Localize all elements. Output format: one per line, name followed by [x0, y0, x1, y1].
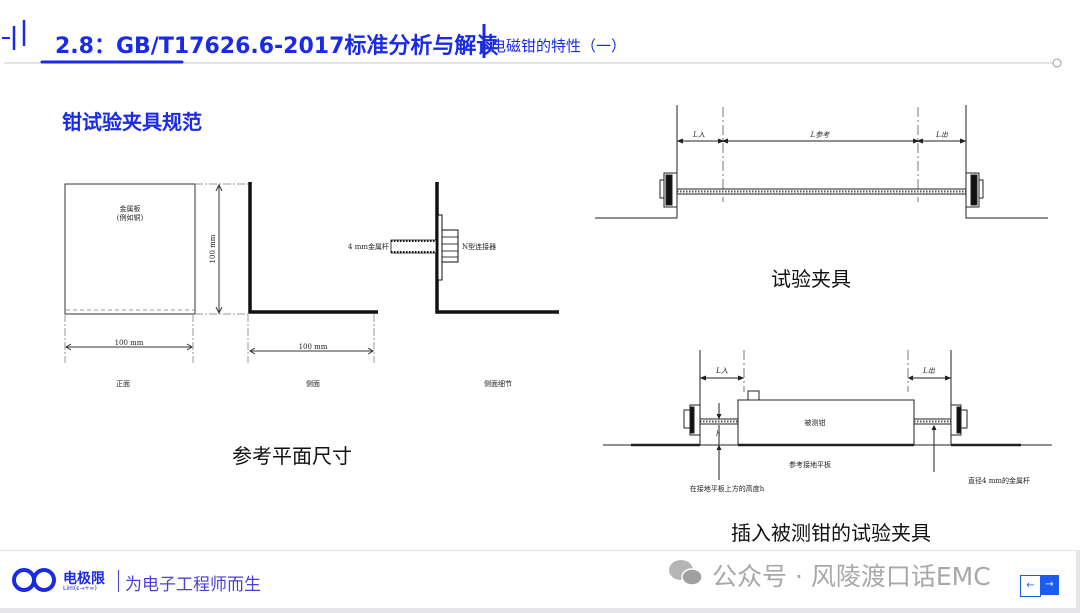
prev-slide-button[interactable]: ←	[1020, 575, 1041, 597]
brand-logo-icon	[12, 568, 56, 592]
ground-plane-label: 参考接地平板	[789, 460, 831, 469]
footer	[0, 550, 1076, 608]
wechat-icon	[669, 560, 703, 586]
watermark: 公众号 · 风陵渡口话EMC	[712, 562, 991, 591]
brand-separator	[118, 570, 119, 592]
page-subtitle: 电磁钳的特性（一）	[491, 37, 627, 55]
side-detail-drawing	[390, 182, 559, 314]
dim-width-side-label: 100 mm	[299, 343, 328, 351]
height-label: 在接地平板上方的高度h	[690, 484, 765, 493]
header-rule-end	[1052, 58, 1062, 68]
metal-plate-label: 金属板	[120, 204, 141, 213]
view-side-label: 侧面	[306, 379, 320, 388]
clamp-fixture-l-in: L入	[715, 367, 728, 375]
view-front-label: 正面	[116, 380, 130, 388]
dim-width-front-label: 100 mm	[115, 339, 144, 347]
slide-graphics: 金属板 (例如铜) 100 mm 100 mm 正面 100 mm 侧面	[2, 20, 1062, 493]
fixture-l-ref: L参考	[810, 131, 831, 139]
header-logo-icon	[2, 20, 26, 50]
clamp-label: 被测钳	[805, 418, 826, 427]
brand-tagline: 为电子工程师而生	[125, 575, 261, 595]
metal-plate-note: (例如铜)	[117, 213, 144, 222]
height-h-mark: h	[716, 430, 721, 438]
dim-height-label: 100 mm	[209, 234, 217, 263]
fixture-l-out: L出	[935, 131, 949, 139]
slide: 金属板 (例如铜) 100 mm 100 mm 正面 100 mm 侧面	[0, 0, 1080, 550]
side-view-drawing	[247, 182, 378, 363]
test-fixture-drawing	[595, 105, 1048, 219]
section-title: 钳试验夹具规范	[62, 110, 202, 134]
brand-subtitle: Lim(ε→+∞)	[63, 585, 97, 592]
view-side-detail-label: 侧面细节	[484, 379, 512, 388]
connector-label: N型连接器	[462, 242, 496, 251]
fixture-caption: 试验夹具	[771, 267, 851, 291]
clamp-fixture-l-out: L出	[922, 367, 936, 375]
rod-label: 4 mm金属杆	[348, 242, 389, 251]
page-title: 2.8：GB/T17626.6-2017标准分析与解读	[55, 34, 499, 59]
clamp-rod-label: 直径4 mm的金属杆	[968, 476, 1030, 485]
reference-plane-caption: 参考平面尺寸	[232, 444, 352, 468]
next-slide-button[interactable]: →	[1040, 575, 1059, 595]
fixture-with-clamp-caption: 插入被测钳的试验夹具	[731, 521, 931, 545]
fixture-l-in: L入	[692, 131, 705, 139]
front-view-drawing	[64, 183, 248, 363]
fixture-with-clamp-drawing	[603, 350, 1052, 480]
brand-name: 电极限	[63, 571, 105, 587]
